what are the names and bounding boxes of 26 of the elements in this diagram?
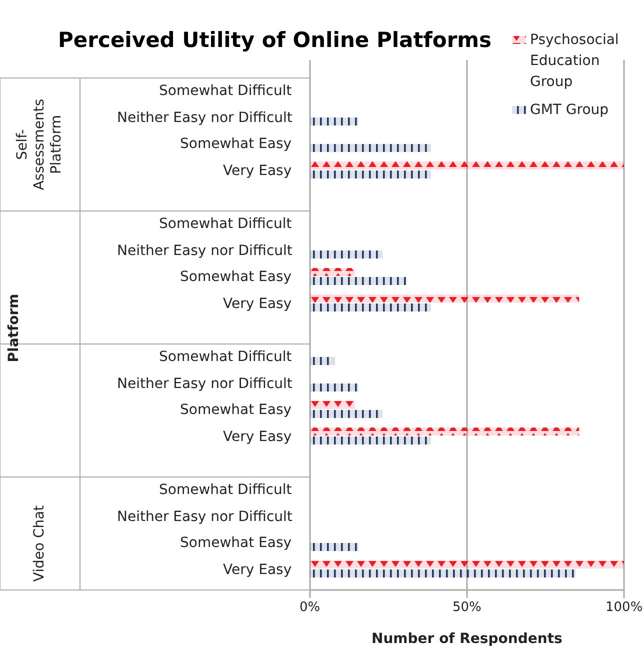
category-label: Somewhat Difficult bbox=[159, 83, 292, 99]
category-label: Somewhat Easy bbox=[180, 402, 292, 418]
group-label: Video Chat bbox=[32, 504, 48, 584]
category-label: Very Easy bbox=[223, 428, 292, 444]
category-label: Neither Easy nor Difficult bbox=[117, 376, 292, 392]
legend-label: GMT Group bbox=[530, 101, 610, 120]
tick-label: 50% bbox=[452, 600, 482, 615]
category-label: Somewhat Difficult bbox=[159, 349, 292, 365]
chart-title: Perceived Utility of Online Platforms bbox=[58, 28, 492, 52]
category-label: Somewhat Easy bbox=[180, 535, 292, 551]
tick-label: 0% bbox=[300, 600, 320, 615]
category-label: Neither Easy nor Difficult bbox=[117, 110, 292, 126]
category-label: Very Easy bbox=[223, 162, 292, 178]
category-label: Somewhat Easy bbox=[180, 136, 292, 152]
category-label: Neither Easy nor Difficult bbox=[117, 242, 292, 258]
category-label: Very Easy bbox=[223, 562, 292, 578]
category-label: Very Easy bbox=[223, 296, 292, 312]
legend-label: Psychosocial Education Group bbox=[530, 31, 620, 92]
category-label: Somewhat Difficult bbox=[159, 216, 292, 232]
annotation-label: Platform bbox=[6, 294, 22, 362]
category-label: Neither Easy nor Difficult bbox=[117, 508, 292, 524]
tick-label: 100% bbox=[606, 600, 643, 615]
category-label: Somewhat Difficult bbox=[159, 482, 292, 498]
axis-title: Number of Respondents bbox=[372, 631, 562, 647]
group-label: Self-Assessments Platform bbox=[14, 98, 66, 192]
category-label: Somewhat Easy bbox=[180, 269, 292, 285]
